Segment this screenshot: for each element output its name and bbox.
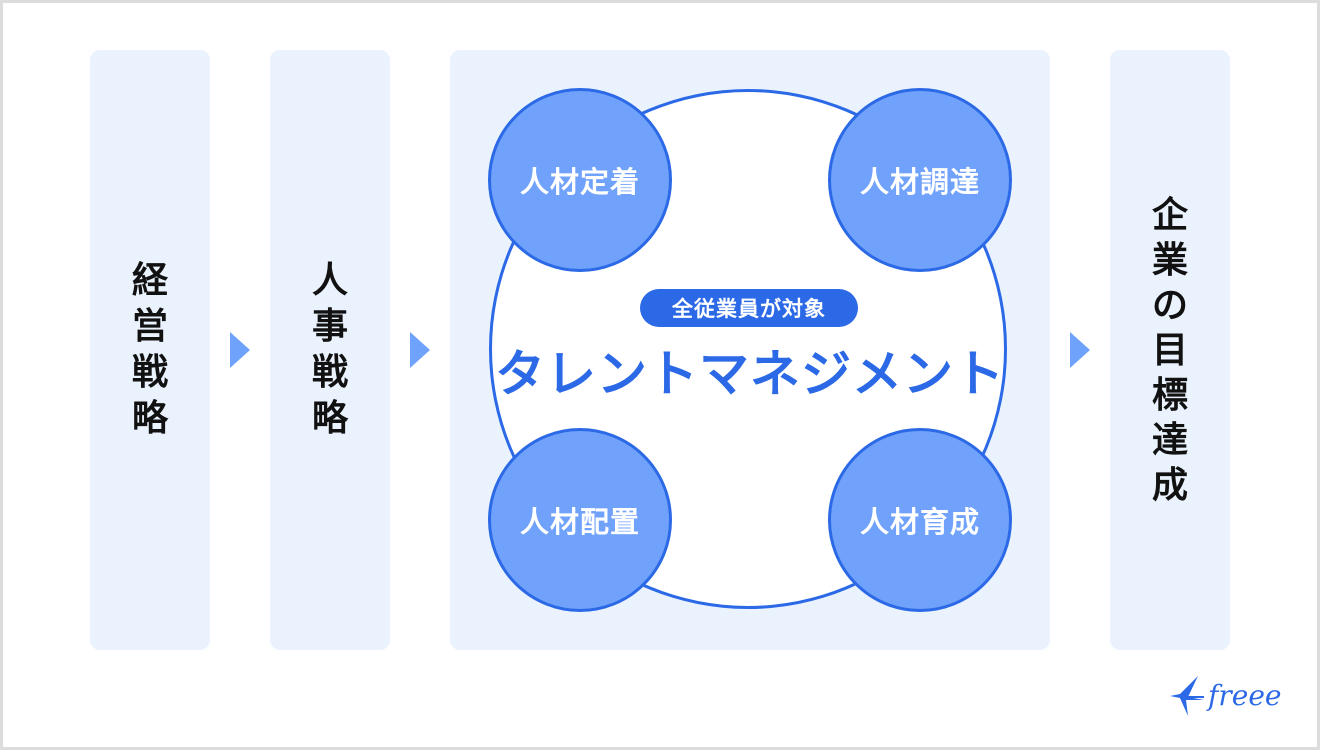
management-strategy-label: 経 営 戦 略 — [90, 50, 210, 650]
talent-management-title: タレントマネジメント — [495, 345, 1005, 403]
arrow-right-icon — [1070, 332, 1090, 368]
acquisition-circle: 人材調達 — [828, 88, 1012, 272]
hr-strategy-box: 人 事 戦 略 — [270, 50, 390, 650]
char: 戦 — [131, 352, 168, 393]
char: 営 — [131, 306, 168, 347]
char: 企 — [1151, 194, 1188, 236]
char: 事 — [311, 306, 348, 347]
company-goal-box: 企 業 の 目 標 達 成 — [1110, 50, 1230, 650]
placement-label: 人材配置 — [519, 505, 640, 539]
char: の — [1151, 284, 1188, 326]
char: 略 — [131, 398, 168, 439]
arrow-right-icon — [230, 332, 250, 368]
acquisition-label: 人材調達 — [859, 165, 980, 199]
all-employees-badge: 全従業員が対象 — [640, 289, 858, 327]
retention-circle: 人材定着 — [488, 88, 672, 272]
char: 人 — [311, 260, 348, 301]
char: 業 — [1151, 239, 1188, 281]
char: 標 — [1151, 374, 1188, 416]
char: 成 — [1151, 464, 1188, 506]
char: 略 — [311, 398, 348, 439]
company-goal-label: 企 業 の 目 標 達 成 — [1110, 50, 1230, 650]
freee-logo: freee — [1168, 672, 1288, 722]
hr-strategy-label: 人 事 戦 略 — [270, 50, 390, 650]
char: 経 — [131, 260, 168, 301]
arrow-right-icon — [410, 332, 430, 368]
development-circle: 人材育成 — [828, 428, 1012, 612]
char: 戦 — [311, 352, 348, 393]
development-label: 人材育成 — [859, 505, 980, 539]
retention-label: 人材定着 — [519, 165, 640, 199]
char: 目 — [1151, 329, 1188, 371]
management-strategy-box: 経 営 戦 略 — [90, 50, 210, 650]
swallow-bird-icon — [1170, 676, 1204, 716]
placement-circle: 人材配置 — [488, 428, 672, 612]
char: 達 — [1151, 419, 1188, 461]
freee-wordmark: freee — [1208, 678, 1282, 712]
